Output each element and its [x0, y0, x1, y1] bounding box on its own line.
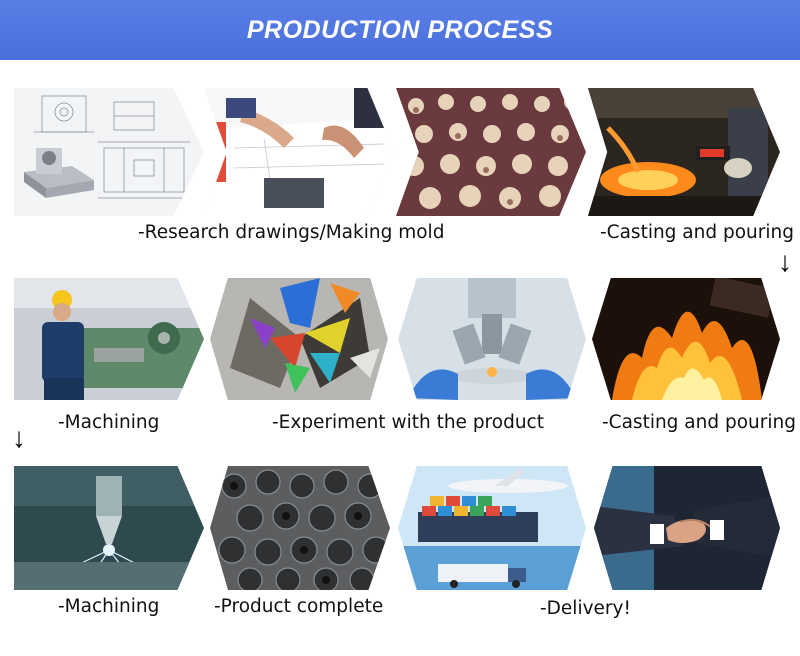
microscope-image [398, 278, 586, 400]
down-arrow-icon: ↓ [12, 422, 26, 453]
step-caption-product-complete: -Product complete [214, 596, 384, 617]
step-caption-experiment: -Experiment with the product [272, 412, 544, 433]
step-caption-casting: -Casting and pouring [600, 222, 794, 243]
down-arrow-icon: ↓ [778, 246, 792, 277]
crystal-micrograph-image [210, 278, 388, 400]
cnc-milling-image [14, 466, 204, 590]
molten-metal-pouring-image [588, 88, 780, 216]
step-caption-research: -Research drawings/Making mold [138, 222, 445, 243]
sand-mold-cores-image [396, 88, 586, 216]
step-caption-machining-2: -Machining [58, 596, 160, 617]
furnace-fire-image [592, 278, 780, 400]
lathe-operator-image [14, 278, 204, 400]
drafting-desk-image [204, 88, 394, 216]
step-caption-machining: -Machining [58, 412, 160, 433]
plane-ship-truck-image [398, 466, 586, 590]
step-caption-delivery: -Delivery! [540, 598, 631, 619]
page-title: PRODUCTION PROCESS [246, 16, 554, 44]
finished-parts-pile-image [210, 466, 390, 590]
title-banner: PRODUCTION PROCESS [0, 0, 800, 60]
technical-drawing-image [14, 88, 204, 216]
handshake-image [594, 466, 780, 590]
step-caption-casting-2: -Casting and pouring [602, 412, 796, 433]
